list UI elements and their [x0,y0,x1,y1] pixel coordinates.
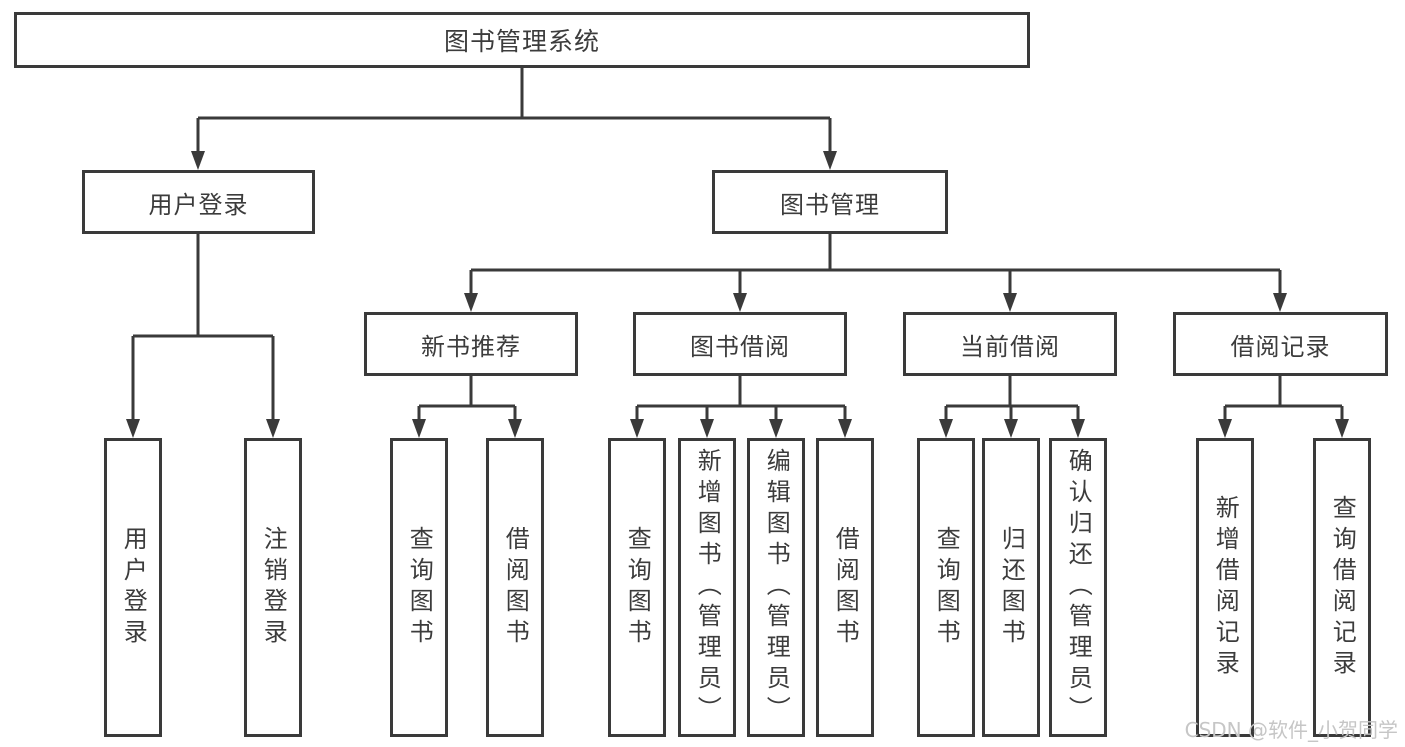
node-borrow-records: 借阅记录 [1173,312,1388,376]
node-label: 图书管理系统 [443,27,600,56]
node-label: 借阅图书 [501,525,530,650]
node-label: 新增图书（管理员） [693,448,722,727]
node-label: 查询借阅记录 [1328,494,1357,681]
leaf-records-query-record: 查询借阅记录 [1313,438,1371,737]
node-label: 新增借阅记录 [1211,494,1240,681]
node-new-book-recommend: 新书推荐 [364,312,578,376]
node-label: 用户登录 [119,525,148,650]
leaf-current-query-books: 查询图书 [917,438,975,737]
node-label: 用户登录 [148,190,249,219]
node-label: 新书推荐 [421,332,521,361]
leaf-current-confirm-return-admin: 确认归还（管理员） [1049,438,1107,737]
node-label: 归还图书 [997,525,1026,650]
leaf-logout: 注销登录 [244,438,302,737]
leaf-newbook-borrow-books: 借阅图书 [486,438,544,737]
node-library-system: 图书管理系统 [14,12,1030,68]
node-user-login-branch: 用户登录 [82,170,315,234]
node-label: 当前借阅 [960,332,1060,361]
leaf-current-return-books: 归还图书 [982,438,1040,737]
node-label: 图书借阅 [690,332,790,361]
leaf-borrow-query-books: 查询图书 [608,438,666,737]
leaf-newbook-query-books: 查询图书 [390,438,448,737]
leaf-borrow-add-books-admin: 新增图书（管理员） [678,438,736,737]
node-book-mgmt-branch: 图书管理 [712,170,948,234]
csdn-watermark: CSDN @软件_小贺同学 [1184,718,1398,742]
leaf-borrow-borrow-books: 借阅图书 [816,438,874,737]
leaf-user-login: 用户登录 [104,438,162,737]
node-label: 确认归还（管理员） [1064,448,1093,727]
node-label: 注销登录 [259,525,288,650]
node-current-borrow: 当前借阅 [903,312,1117,376]
node-label: 查询图书 [932,525,961,650]
leaf-records-add-record: 新增借阅记录 [1196,438,1254,737]
node-label: 借阅记录 [1230,332,1331,361]
node-label: 图书管理 [780,190,880,219]
node-label: 借阅图书 [831,525,860,650]
node-label: 编辑图书（管理员） [762,448,791,727]
node-book-borrow: 图书借阅 [633,312,847,376]
node-label: 查询图书 [623,525,652,650]
leaf-borrow-edit-books-admin: 编辑图书（管理员） [747,438,805,737]
node-label: 查询图书 [405,525,434,650]
